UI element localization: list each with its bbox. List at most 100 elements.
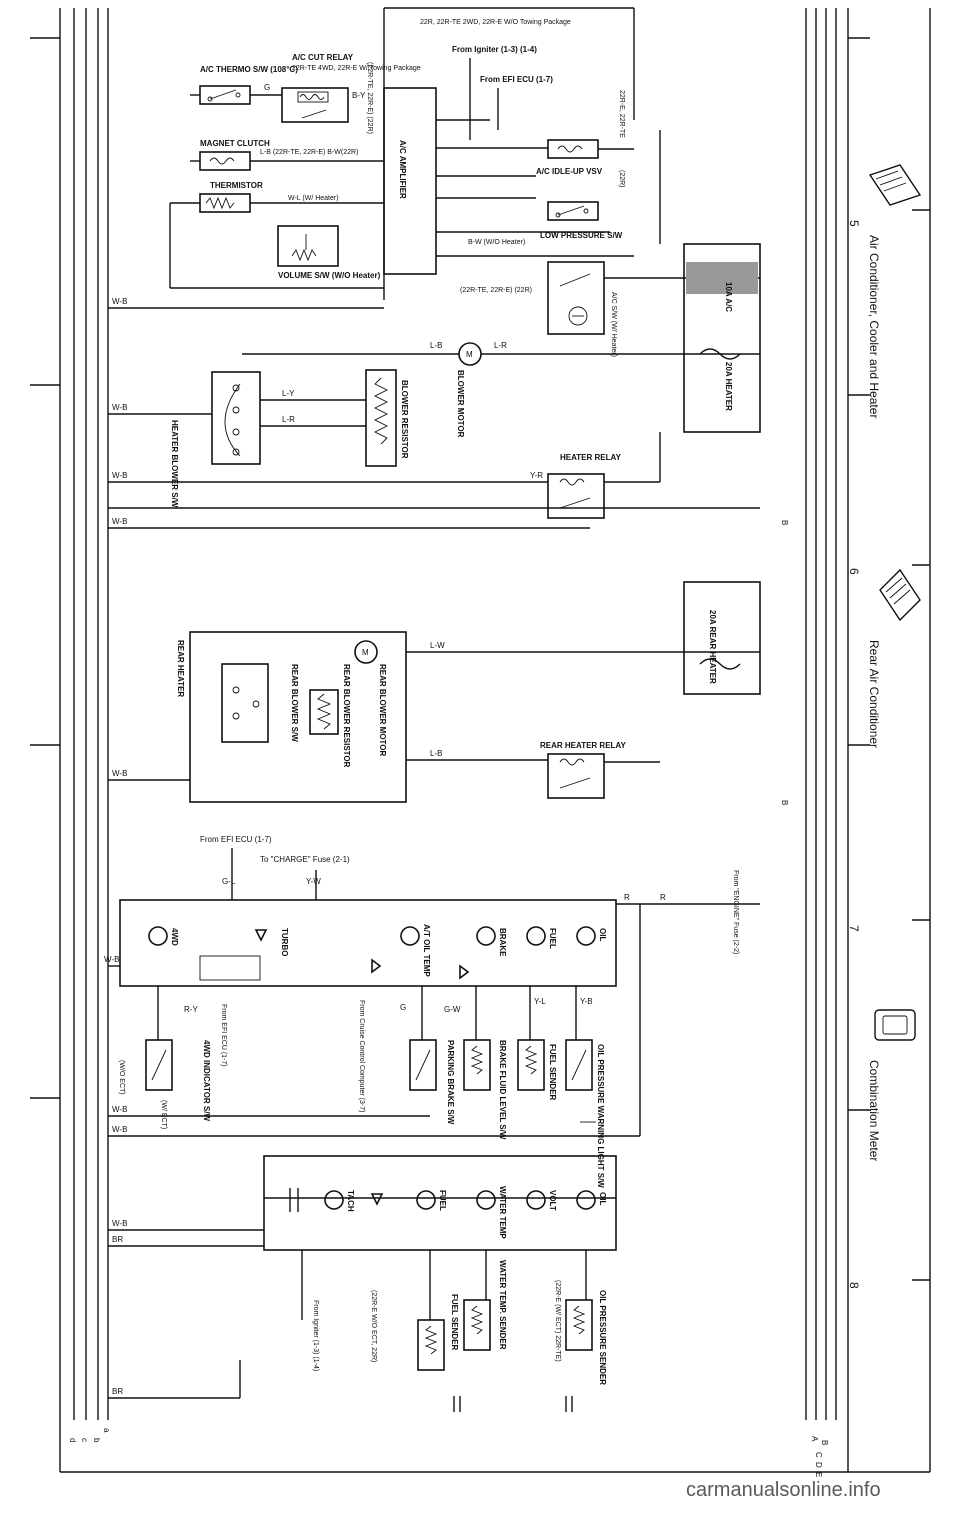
fuel-sender-label-1: FUEL SENDER [548,1044,557,1101]
gauge-volt: VOLT [526,1190,557,1211]
wire-wb-8: W-B [112,1125,127,1134]
inline-letter-b2: B [780,800,789,805]
wire-wb-5: W-B [112,769,127,778]
ground-symbol-2 [453,1396,461,1412]
wire-lb-2: L-B [430,749,442,758]
gauge-fuel-label: FUEL [438,1190,447,1211]
ground-symbol-1 [565,1396,573,1412]
meter-warning-circuit: From EFI ECU (1-7) To "CHARGE" Fuse (2-1… [104,835,760,1188]
section-title-2: Rear Air Conditioner [867,640,881,748]
edge-letter-b: B [820,1440,829,1445]
wire-yw: Y-W [306,877,321,886]
meter-charge-note: To "CHARGE" Fuse (2-1) [260,855,350,864]
rear-heater-box [189,631,407,803]
indicator-at-oil-temp: A/T OIL TEMP [400,924,431,977]
indicator-4wd-switch: 4WD INDICATOR S/W [145,1039,211,1121]
ac-circuit: 22R, 22R-TE 2WD, 22R-E W/O Towing Packag… [108,7,761,529]
section-title-3: Combination Meter [867,1060,881,1161]
amp-variant: (22R-TE, 22R-E) (22R) [460,287,532,294]
indicator-4wd-sw-label: 4WD INDICATOR S/W [202,1040,211,1121]
wire-r-2: R [660,893,666,902]
section-header-1: 5 Air Conditioner, Cooler and Heater [847,164,922,418]
parking-brake-label: PARKING BRAKE S/W [446,1040,455,1125]
engine-note: 22R-E, 22R-TE [618,90,625,138]
gauge-igniter-note: From Igniter (1-3) (1-4) [312,1300,319,1371]
section-number-4: 8 [847,1282,861,1289]
wire-gw: G-W [444,1005,461,1014]
thermo-switch [190,85,282,105]
oil-sw-label: OIL PRESSURE WARNING LIGHT S/W [596,1044,605,1188]
blower-resistor: BLOWER RESISTOR [365,369,409,467]
section-header-2: 6 Rear Air Conditioner [847,568,921,748]
magnet-clutch-label: MAGNET CLUTCH [200,139,270,148]
gauge-water-temp: WATER TEMP [476,1186,507,1239]
rear-blower-resistor: REAR BLOWER RESISTOR [309,664,351,768]
volume-switch [277,225,339,267]
ac-amplifier-label: A/C AMPLIFIER [398,140,407,199]
edge-letter-d: D [814,1462,823,1468]
wire-wb-2: W-B [112,403,127,412]
section-number-2: 6 [847,568,861,575]
ac-switch [547,261,605,335]
section-number-3: 7 [847,925,861,932]
heater-note: W-L (W/ Heater) [288,195,339,202]
wire-by-1: B-Y [352,91,366,100]
section-number-1: 5 [847,220,861,227]
bottom-letter-a: a [102,1428,111,1433]
rear-fuse-label: 20A REAR HEATER [708,610,717,684]
page-frame [30,8,931,1473]
water-temp-sender: WATER TEMP. SENDER [463,1260,507,1351]
wire-wb-4: W-B [112,517,127,526]
edge-letter-c: C [814,1452,823,1458]
wo-heater-label: B-W (W/O Heater) [468,239,525,246]
indicator-fuel-label: FUEL [548,928,557,949]
wire-ly: L-Y [282,389,295,398]
wire-br-1: BR [112,1235,123,1244]
heater-blower-switch [211,371,261,465]
efi-note-2: From EFI ECU (1-7) [220,1004,227,1067]
gauge-tach-label: TACH [346,1190,355,1212]
indicator-4wd-label: 4WD [170,928,179,946]
blower-motor-label: BLOWER MOTOR [456,370,465,438]
rear-heater-circuit: REAR HEATER M REAR BLOWER MOTOR REAR BLO… [108,581,761,803]
fuel-variant-note: (22R-E W/O ECT, 22R) [370,1290,377,1362]
idle-vsv [547,139,634,159]
rear-ac-icon [879,568,921,622]
model-note: 22R, 22R-TE 2WD, 22R-E W/O Towing Packag… [420,19,571,26]
ect-w-label: (W/ ECT) [160,1100,167,1129]
brake-fluid-switch: BRAKE FLUID LEVEL S/W [463,1039,507,1140]
cut-relay-label: A/C CUT RELAY [292,53,354,62]
magnet-clutch [190,151,384,171]
rear-heater-title: REAR HEATER [176,640,185,697]
diode-1 [371,958,382,974]
indicator-oil: OIL [576,926,607,946]
clutch-wire-label: L-B (22R-TE, 22R-E) B-W(22R) [260,149,358,156]
wire-lw-1: L-W [430,641,445,650]
meter-efi-note: From EFI ECU (1-7) [200,835,272,844]
oil-variant-note: (22R-E (W/ ECT) 22R-TE) [554,1280,561,1362]
rear-heater-relay [547,753,605,799]
gauge-oil-label: OIL [598,1192,607,1205]
cruise-note: From Cruise Control Computer (3-7) [358,1000,365,1112]
ac-amplifier: A/C AMPLIFIER [383,87,437,275]
idle-vsv-variant: (22R) [618,170,625,188]
wire-ry: R-Y [184,1005,198,1014]
rear-blower-sw-label: REAR BLOWER S/W [290,664,299,742]
gauge-tach: TACH [324,1190,355,1212]
wire-wb-3: W-B [112,471,127,480]
ac-sw-label: A/C S/W (W/ Heater) [610,292,617,357]
gauge-volt-label: VOLT [548,1190,557,1211]
section-title-1: Air Conditioner, Cooler and Heater [867,235,881,418]
wire-g-2: G [400,1003,406,1012]
brake-fluid-label: BRAKE FLUID LEVEL S/W [498,1040,507,1140]
indicator-at-oil-temp-label: A/T OIL TEMP [422,924,431,977]
inline-letter-b1: B [780,520,789,525]
efi-note: From EFI ECU (1-7) [480,75,553,84]
gauge-panel [263,1155,617,1251]
ac-unit-icon [868,164,922,206]
thermo-sw-label: A/C THERMO S/W (108°C) [200,65,298,74]
cut-relay [281,87,349,123]
wire-wb-7: W-B [112,1105,127,1114]
indicator-turbo: TURBO [254,928,289,956]
rear-blower-motor-label: REAR BLOWER MOTOR [378,664,387,757]
